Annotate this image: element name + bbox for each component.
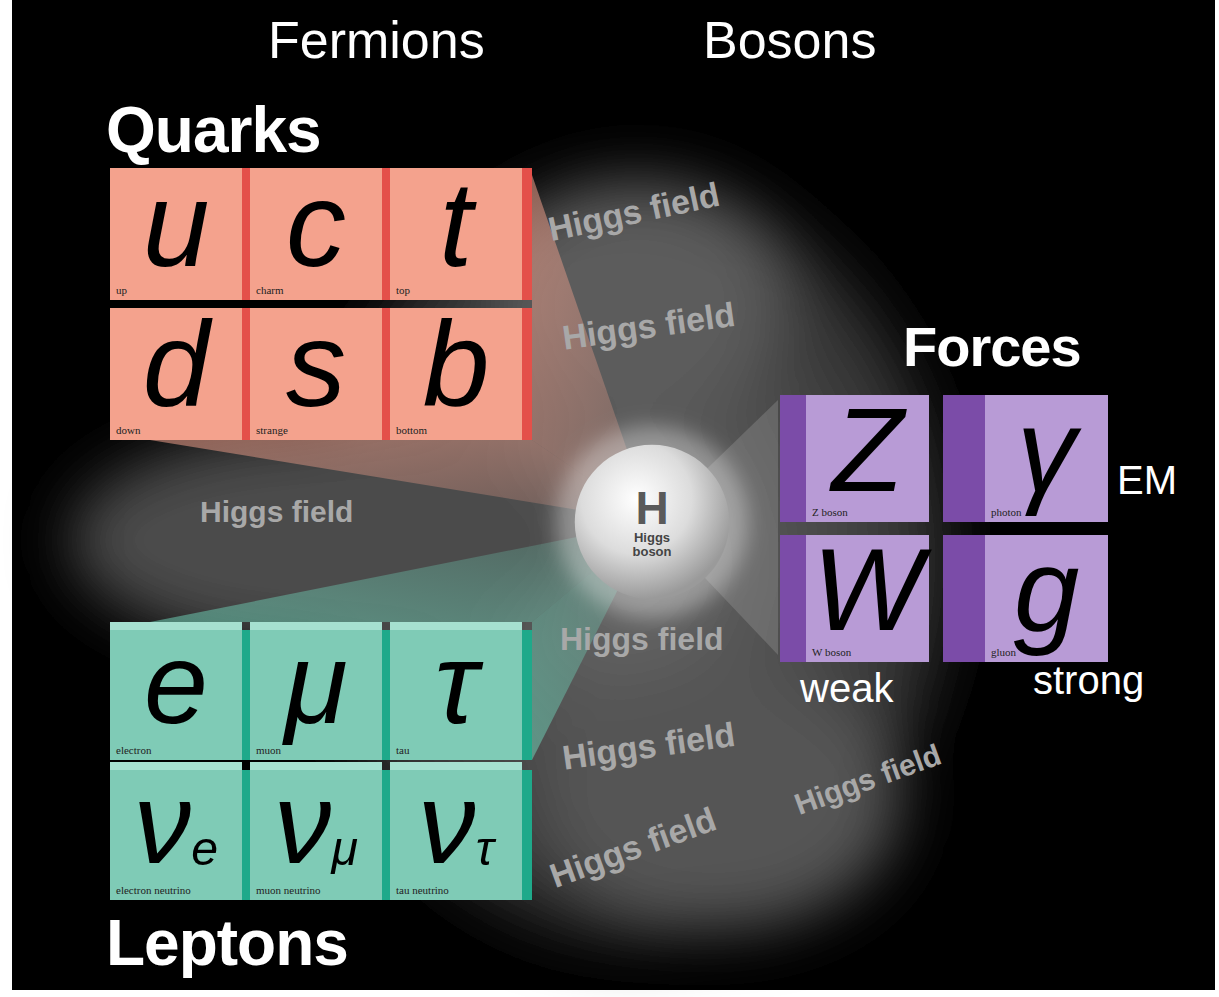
- force-cube: ZZ boson: [806, 395, 929, 522]
- field-watermark: Higgs field: [545, 801, 721, 896]
- particle-symbol: d: [116, 310, 236, 424]
- particle-name: Higgs boson: [624, 531, 680, 558]
- force-cube: ggluon: [985, 535, 1108, 662]
- particle-symbol: c: [256, 170, 376, 284]
- quark-cube: ddown: [110, 308, 242, 440]
- particle-symbol: e: [116, 632, 236, 744]
- particle-symbol: u: [116, 170, 236, 284]
- field-watermark: Higgs field: [560, 296, 737, 357]
- force-cube: γphoton: [985, 395, 1108, 522]
- field-watermark: Higgs field: [560, 622, 724, 657]
- particle-name: muon neutrino: [256, 884, 376, 896]
- quark-cube: ttop: [390, 168, 522, 300]
- symbol-subscript: e: [191, 821, 218, 875]
- higgs-sphere-shape: [575, 445, 729, 599]
- quark-cube: uup: [110, 168, 242, 300]
- lepton-cube: νμmuon neutrino: [250, 770, 382, 900]
- particle-symbol: ντ: [396, 772, 516, 884]
- lepton-cube: νeelectron neutrino: [110, 770, 242, 900]
- particle-name: gluon: [991, 646, 1102, 658]
- particle-name: photon: [991, 506, 1102, 518]
- particle-name: charm: [256, 284, 376, 296]
- category-heading: Bosons: [703, 12, 876, 69]
- field-watermark: Higgs field: [545, 176, 723, 249]
- particle-symbol: γ: [991, 397, 1102, 506]
- category-heading: Fermions: [268, 12, 485, 69]
- particle-name: W boson: [812, 646, 923, 658]
- particle-symbol: g: [991, 537, 1102, 646]
- particle-name: Z boson: [812, 506, 923, 518]
- field-watermark: Higgs field: [200, 495, 353, 528]
- particle-name: up: [116, 284, 236, 296]
- particle-name: top: [396, 284, 516, 296]
- quark-cube: ccharm: [250, 168, 382, 300]
- particle-name: down: [116, 424, 236, 436]
- particle-name: muon: [256, 744, 376, 756]
- group-heading: Quarks: [106, 95, 321, 165]
- symbol-subscript: τ: [476, 821, 494, 875]
- quark-cube: sstrange: [250, 308, 382, 440]
- particle-symbol: νμ: [256, 772, 376, 884]
- particle-symbol: W: [812, 537, 923, 646]
- particle-symbol: H: [635, 485, 668, 531]
- lepton-cube: eelectron: [110, 630, 242, 760]
- quark-cube: bbottom: [390, 308, 522, 440]
- higgs-glow: [556, 426, 748, 618]
- higgs-sphere: HHiggs boson: [574, 444, 730, 600]
- particle-symbol: Z: [812, 397, 923, 506]
- lepton-cube: μmuon: [250, 630, 382, 760]
- lepton-cube: ντtau neutrino: [390, 770, 522, 900]
- field-watermark: Higgs field: [560, 716, 737, 777]
- particle-symbol: τ: [396, 632, 516, 744]
- group-heading: Forces: [903, 316, 1081, 378]
- particle-name: strange: [256, 424, 376, 436]
- particle-name: electron: [116, 744, 236, 756]
- force-label: EM: [1117, 458, 1177, 502]
- field-watermark: Higgs field: [790, 738, 945, 821]
- particle-name: electron neutrino: [116, 884, 236, 896]
- black-ground: [12, 0, 1215, 990]
- particle-name: bottom: [396, 424, 516, 436]
- force-cube: WW boson: [806, 535, 929, 662]
- symbol-subscript: μ: [332, 821, 358, 875]
- lepton-cube: τtau: [390, 630, 522, 760]
- force-label: weak: [800, 666, 893, 710]
- particle-symbol: b: [396, 310, 516, 424]
- particle-name: tau neutrino: [396, 884, 516, 896]
- particle-symbol: μ: [256, 632, 376, 744]
- force-label: strong: [1033, 658, 1144, 702]
- particle-symbol: t: [396, 170, 516, 284]
- particle-symbol: s: [256, 310, 376, 424]
- group-heading: Leptons: [106, 908, 348, 978]
- particle-name: tau: [396, 744, 516, 756]
- particle-symbol: νe: [116, 772, 236, 884]
